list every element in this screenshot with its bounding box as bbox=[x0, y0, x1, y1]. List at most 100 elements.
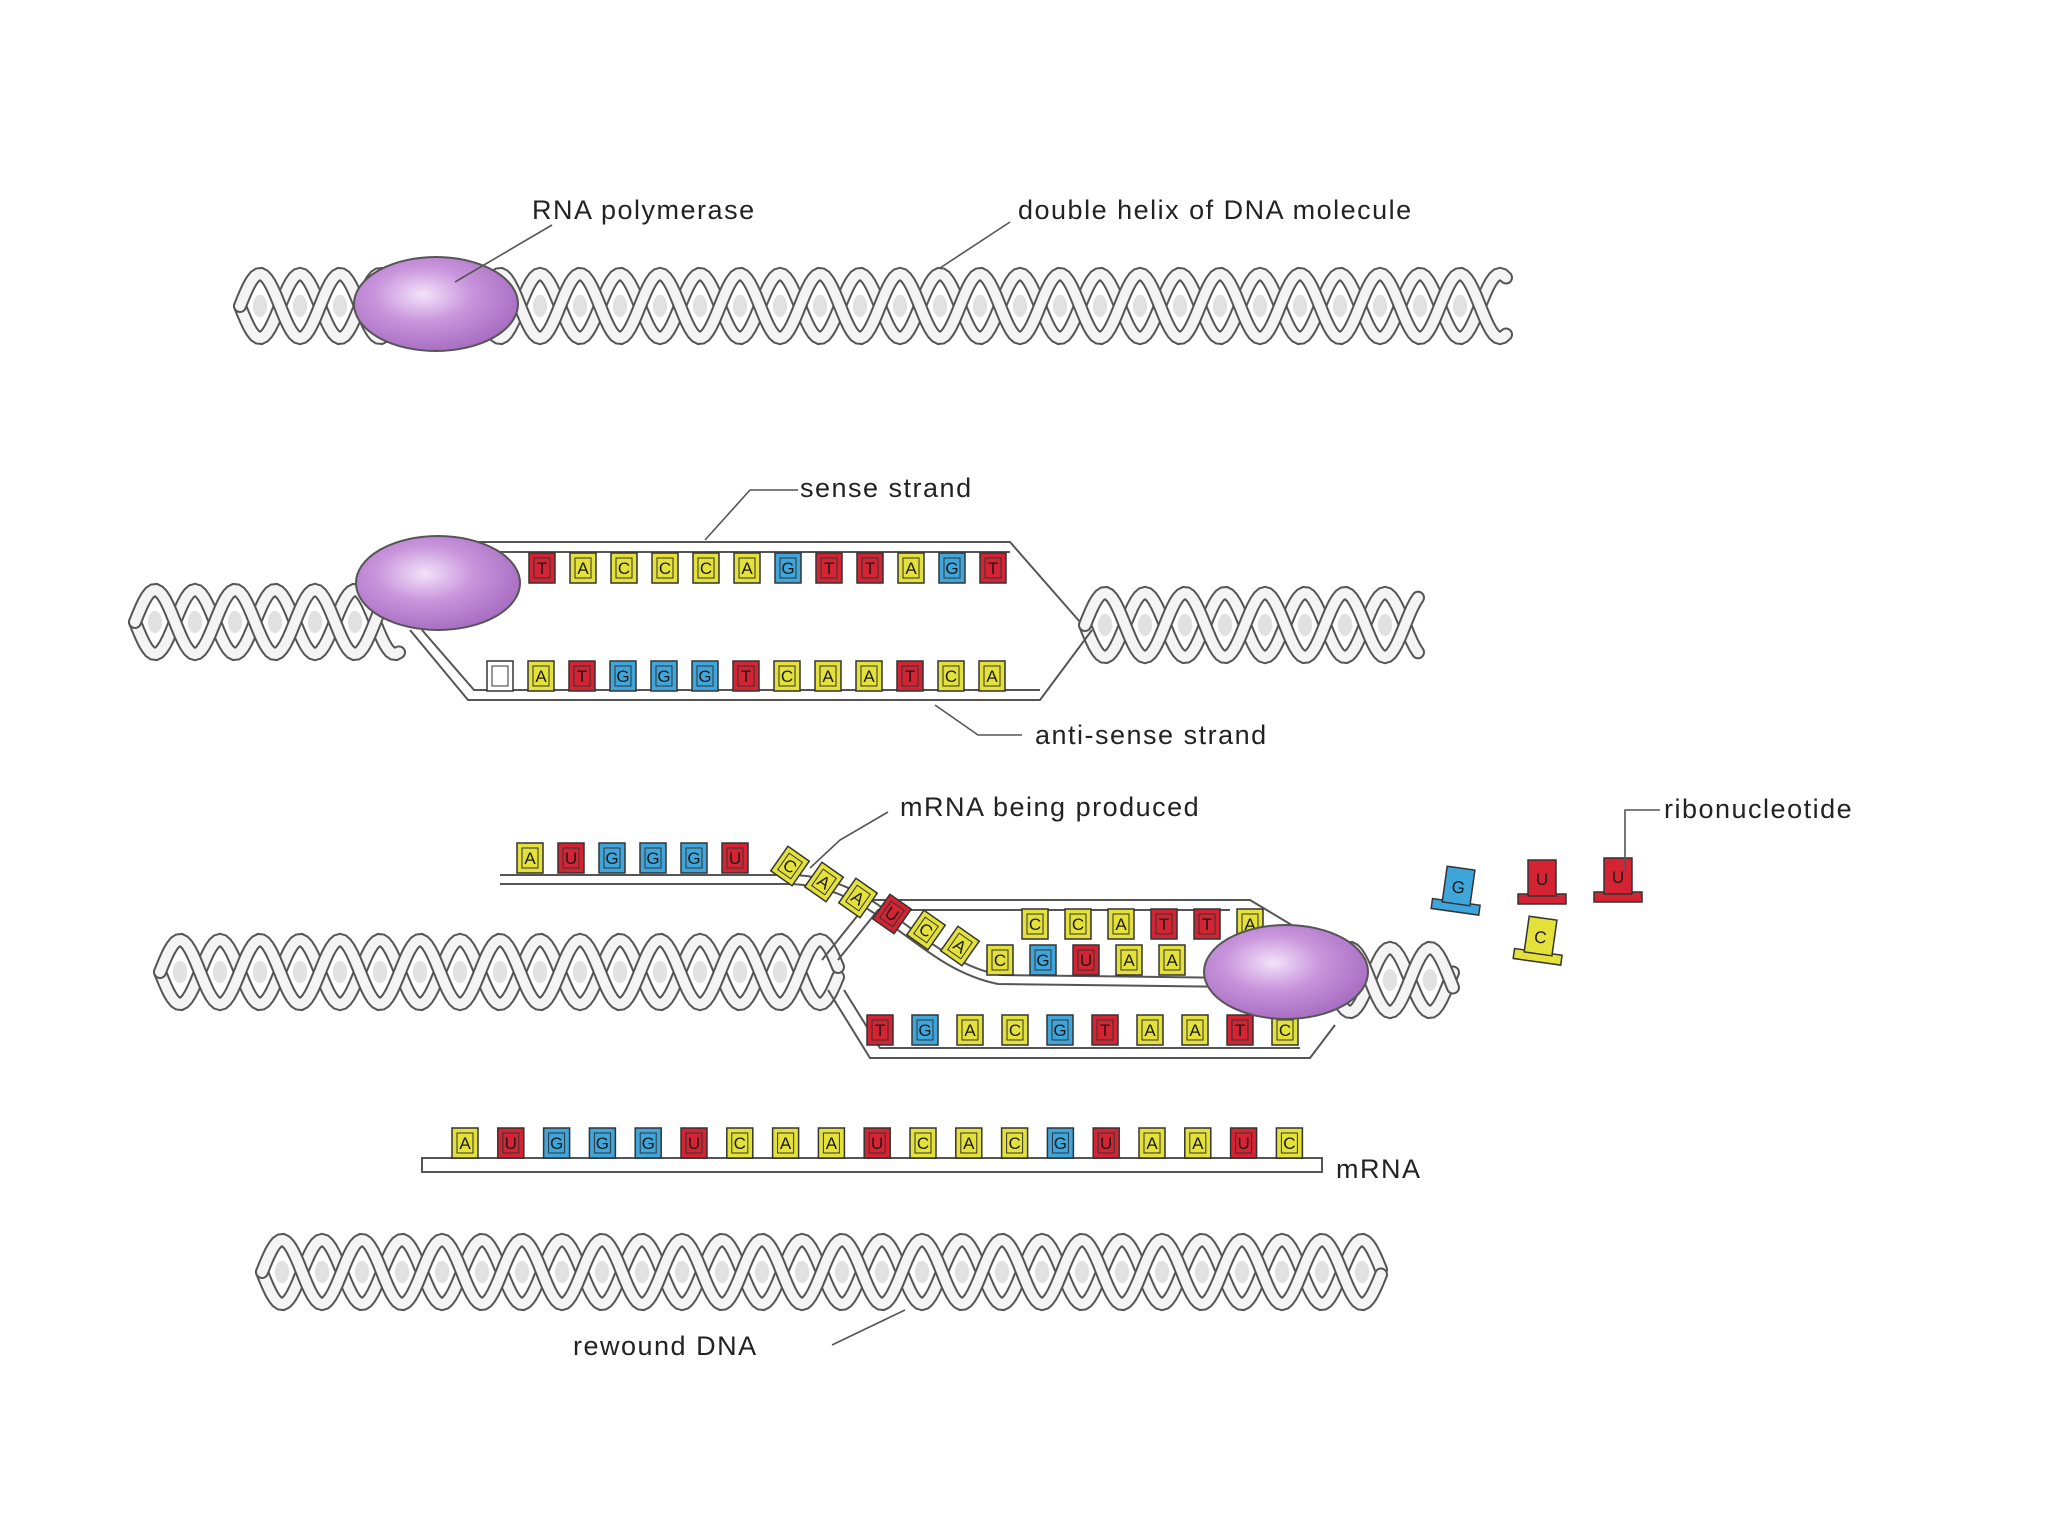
nucleotide-letter: C bbox=[1283, 1134, 1295, 1153]
dna-double-helix-1-shade bbox=[1132, 294, 1148, 318]
rewound-dna-helix-shade bbox=[434, 1260, 450, 1284]
mrna-bases-base-5: U bbox=[680, 1127, 708, 1159]
sense-strand-bases-base-8: T bbox=[856, 552, 884, 584]
nucleotide-letter: C bbox=[917, 1134, 929, 1153]
anti-sense-strand-bases-base-2: T bbox=[568, 660, 596, 692]
nucleotide-letter: T bbox=[1202, 915, 1212, 934]
rewound-dna-helix-shade bbox=[474, 1260, 490, 1284]
nucleotide-inner bbox=[1026, 913, 1044, 935]
nucleotide-letter: G bbox=[1053, 1021, 1066, 1040]
nucleotide-inner bbox=[1143, 1132, 1161, 1154]
anti-sense-strand-leader bbox=[934, 704, 1022, 736]
stage3-paired-mrna-bases-base-4: A bbox=[1158, 944, 1186, 976]
nucleotide-letter: C bbox=[700, 559, 712, 578]
sense-strand-leader bbox=[704, 489, 798, 541]
dna-double-helix-3-left-shade bbox=[412, 960, 428, 984]
label-ribonucleotide: ribonucleotide bbox=[1664, 794, 1853, 824]
stage3-paired-mrna-bases-base-2: U bbox=[1072, 944, 1100, 976]
dna-double-helix-2-right-shade bbox=[1337, 613, 1353, 637]
nucleotide-letter: A bbox=[1146, 1134, 1158, 1153]
nucleotide-inner bbox=[726, 847, 744, 869]
nucleotide-letter: G bbox=[596, 1134, 609, 1153]
dna-double-helix-2-left-shade bbox=[227, 610, 243, 634]
rewound-dna-helix-shade bbox=[554, 1260, 570, 1284]
dna-double-helix-2-left bbox=[128, 582, 406, 662]
nucleotide-inner bbox=[777, 852, 803, 880]
nucleotide-letter: G bbox=[657, 667, 670, 686]
nucleotide-inner bbox=[1006, 1132, 1024, 1154]
nucleotide-letter: G bbox=[550, 1134, 563, 1153]
dna-double-helix-1-shade bbox=[332, 294, 348, 318]
nucleotide-letter: A bbox=[1166, 951, 1178, 970]
nucleotide-letter: A bbox=[1189, 1021, 1201, 1040]
nucleotide-letter: U bbox=[1080, 951, 1092, 970]
label-double-helix: double helix of DNA molecule bbox=[1018, 195, 1413, 225]
label-mrna: mRNA bbox=[1336, 1154, 1422, 1184]
nucleotide-inner bbox=[1120, 949, 1138, 971]
nucleotide-block bbox=[905, 909, 947, 951]
nucleotide-inner bbox=[914, 1132, 932, 1154]
ribonucleotide-block bbox=[1441, 865, 1476, 907]
label-rna-polymerase: RNA polymerase bbox=[532, 195, 756, 225]
stage3-paired-mrna-bases-base-0: C bbox=[986, 944, 1014, 976]
dna-double-helix-1-shade bbox=[1092, 294, 1108, 318]
dna-double-helix-2-left-shade bbox=[267, 610, 283, 634]
nucleotide-block bbox=[803, 861, 845, 903]
nucleotide-inner bbox=[697, 557, 715, 579]
nucleotide-inner bbox=[1112, 913, 1130, 935]
nucleotide-letter: A bbox=[1115, 915, 1127, 934]
nucleotide-letter: C bbox=[994, 951, 1006, 970]
dna-double-helix-3-left-shade bbox=[172, 960, 188, 984]
sense-strand-bases-base-1: A bbox=[569, 552, 597, 584]
dna-double-helix-3-left-shade bbox=[372, 960, 388, 984]
ribonucleotide-letter: U bbox=[1612, 868, 1624, 887]
sense-strand-bases-base-7: T bbox=[815, 552, 843, 584]
stage3-anti-sense-bases-base-8: T bbox=[1226, 1014, 1254, 1046]
dna-double-helix-3-right-shade bbox=[1422, 968, 1438, 992]
dna-double-helix-1-shade bbox=[972, 294, 988, 318]
anti-sense-strand-bases-base-8: A bbox=[814, 660, 842, 692]
stage3-anti-sense-bases-base-0: T bbox=[866, 1014, 894, 1046]
mrna-bases-base-3: G bbox=[588, 1127, 617, 1159]
mrna-being-produced-bases-base-0: A bbox=[516, 842, 544, 874]
dna-double-helix-1-shade bbox=[652, 294, 668, 318]
dna-double-helix-1-shade bbox=[292, 294, 308, 318]
nucleotide-letter: C bbox=[1009, 1021, 1021, 1040]
dna-double-helix-3-left-strand-1 bbox=[155, 934, 843, 1010]
nucleotide-letter: A bbox=[905, 559, 917, 578]
nucleotide-inner bbox=[1280, 1132, 1298, 1154]
nucleotide-inner bbox=[737, 665, 755, 687]
ribonucleotide-letter: U bbox=[1536, 870, 1548, 889]
dna-double-helix-2-left-strand-2 bbox=[130, 584, 404, 660]
dna-double-helix-1-shade bbox=[252, 294, 268, 318]
ribonucleotide-block bbox=[1603, 857, 1633, 895]
nucleotide-inner bbox=[961, 1019, 979, 1041]
nucleotide-inner bbox=[548, 1132, 566, 1154]
stage3-sense-bases-base-3: T bbox=[1150, 908, 1178, 940]
nucleotide-block bbox=[871, 893, 913, 935]
nucleotide-inner bbox=[868, 1132, 886, 1154]
ribonucleotide-leader bbox=[1624, 809, 1660, 870]
dna-double-helix-1-shade bbox=[772, 294, 788, 318]
nucleotide-letter: C bbox=[781, 667, 793, 686]
rewound-dna-helix-shade bbox=[1114, 1260, 1130, 1284]
nucleotide-inner bbox=[656, 557, 674, 579]
dna-double-helix-2-right-shade bbox=[1097, 613, 1113, 637]
nucleotide-letter: T bbox=[1159, 915, 1169, 934]
nucleotide-inner bbox=[655, 665, 673, 687]
nucleotide-inner bbox=[1051, 1132, 1069, 1154]
rewound-dna-helix-shade bbox=[1154, 1260, 1170, 1284]
rewound-dna-helix bbox=[255, 1232, 1388, 1312]
dna-double-helix-3-left-shade bbox=[252, 960, 268, 984]
rewound-dna-helix-shade bbox=[674, 1260, 690, 1284]
nucleotide-letter: A bbox=[964, 1021, 976, 1040]
anti-sense-strand-bases-base-12: A bbox=[978, 660, 1006, 692]
dna-double-helix-3-left-shade bbox=[772, 960, 788, 984]
nucleotide-inner bbox=[811, 868, 837, 896]
rewound-dna-helix-strand-2 bbox=[257, 1234, 1386, 1310]
nucleotide-inner bbox=[1155, 913, 1173, 935]
nucleotide-inner bbox=[1051, 1019, 1069, 1041]
